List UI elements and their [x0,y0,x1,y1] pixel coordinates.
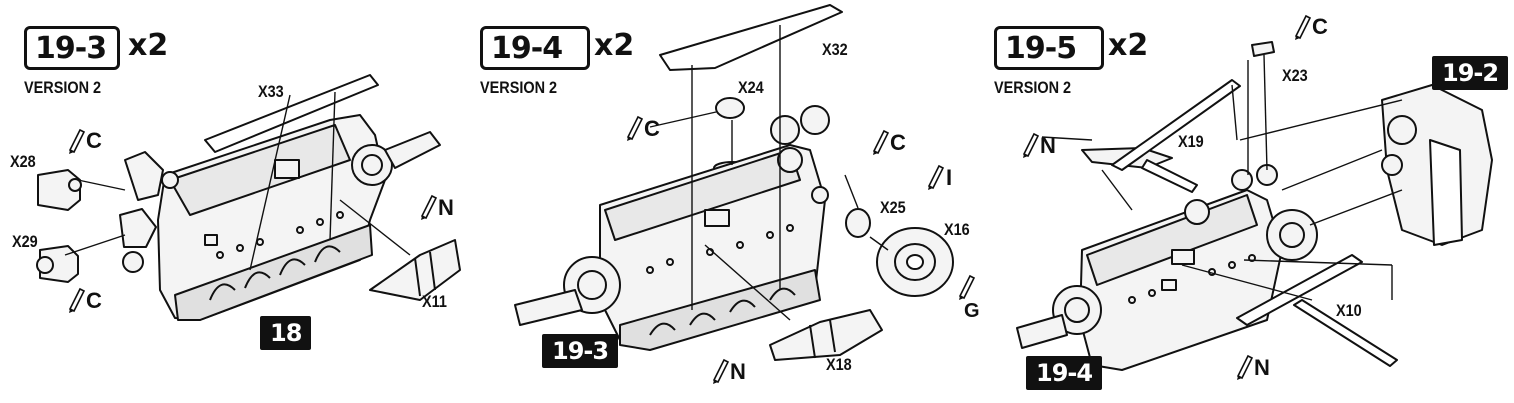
paint-brush-icon [1236,354,1254,380]
step-19-4-panel: 19-4 x2 VERSION 2 [470,0,982,403]
quantity-multiplier: x2 [128,28,169,63]
reference-step-badge: 19-2 [1432,56,1509,90]
version-label: VERSION 2 [24,78,102,97]
reference-step-badge: 18 [260,316,312,350]
paint-code-i: I [946,165,953,190]
step-number-box: 19-5 [994,26,1104,70]
step-number: 19-5 [1005,30,1077,66]
paint-brush-icon [872,129,890,155]
part-label-x28: X28 [10,152,36,171]
paint-brush-icon [1022,132,1040,158]
part-label-x29: X29 [12,232,38,251]
paint-brush-icon [1294,14,1312,40]
step-number-box: 19-4 [480,26,590,70]
paint-code-n: N [1040,133,1056,158]
paint-code-n: N [438,195,454,220]
paint-brush-icon [68,128,86,154]
reference-step-badge: 19-4 [1026,356,1103,390]
engine-diagram-1 [36,74,461,321]
engine-diagram-2 [514,4,954,361]
part-label-x16: X16 [944,220,970,239]
paint-code-c: C [1312,14,1328,39]
engine-diagram-3 [1016,41,1493,371]
paint-code-n: N [1254,355,1270,380]
part-label-x23: X23 [1282,66,1308,85]
reference-step-badge: 19-3 [542,334,619,368]
paint-brush-icon [927,164,945,190]
part-label-x11: X11 [422,292,447,311]
step-number: 19-3 [35,30,107,66]
part-label-x19: X19 [1178,132,1204,151]
paint-brush-icon [420,194,438,220]
paint-brush-icon [626,115,644,141]
paint-brush-icon [958,274,976,300]
part-label-x32: X32 [822,40,848,59]
part-label-x33: X33 [258,82,284,101]
quantity-multiplier: x2 [594,28,635,63]
paint-code-c: C [890,130,906,155]
paint-code-n: N [730,359,746,384]
paint-brush-icon [68,287,86,313]
part-label-x18: X18 [826,355,852,374]
step-number: 19-4 [491,30,563,66]
part-label-x24: X24 [738,78,764,97]
part-label-x10: X10 [1336,301,1362,320]
step-number-box: 19-3 [24,26,120,70]
step-19-5-panel: 19-5 x2 VERSION 2 [982,0,1514,403]
paint-brush-icon [712,358,730,384]
paint-code-c: C [86,128,102,153]
part-label-x25: X25 [880,198,906,217]
quantity-multiplier: x2 [1108,28,1149,63]
version-label: VERSION 2 [994,78,1072,97]
paint-code-c: C [86,288,102,313]
step-19-3-panel: 19-3 x2 VERSION 2 [0,0,470,403]
version-label: VERSION 2 [480,78,558,97]
paint-code-g: G [964,300,980,322]
paint-code-c: C [644,116,660,141]
